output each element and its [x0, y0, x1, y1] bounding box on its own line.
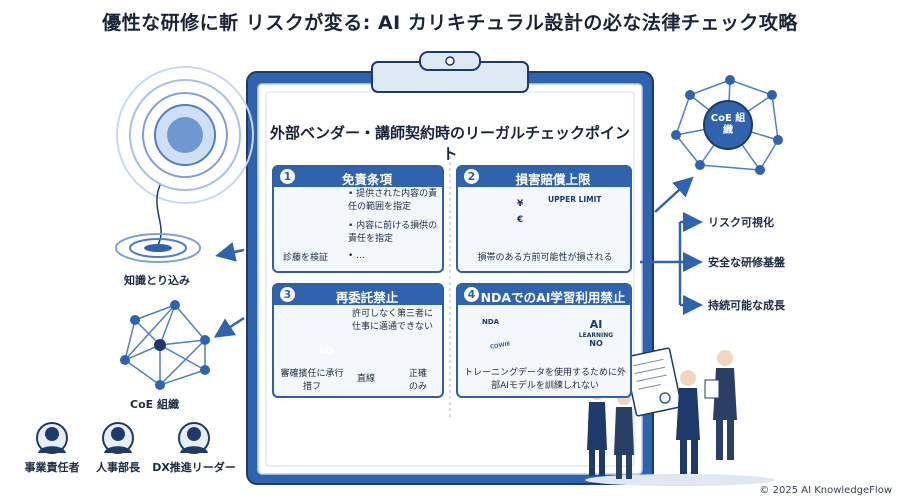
- ban-ai-text: AI: [589, 318, 603, 331]
- card-header: 4 NDAでのAI学習利用禁止: [458, 285, 630, 305]
- card-nda-ai-ban: 4 NDAでのAI学習利用禁止: [456, 283, 632, 398]
- person-label-dx-leader: DX推進リーダー: [152, 461, 236, 474]
- card-title: 免責条項: [341, 172, 392, 187]
- radar-target-graphic: [115, 66, 254, 263]
- knowledge-label: 知識とり込み: [124, 274, 190, 287]
- card-header: 3 再委託禁止: [274, 285, 442, 305]
- person-label-hr-manager: 人事部長: [96, 461, 140, 474]
- upper-limit-label: UPPER LIMIT: [548, 195, 602, 204]
- card-3-mid-caption: 直線: [356, 374, 375, 384]
- card-title: 損害賠償上限: [515, 172, 591, 187]
- card-header: 1 免責条項: [274, 167, 442, 187]
- right-network-nodes: [671, 75, 783, 175]
- nda-doc-label: NDA: [482, 318, 500, 326]
- no-badge: NO: [319, 347, 333, 356]
- card-header: 2 損害賠償上限: [458, 167, 630, 187]
- arrow-left-top: [215, 242, 245, 262]
- card-subcontract-ban: 3 再委託禁止: [272, 283, 444, 398]
- card-1-caption: 診藤を検証: [283, 253, 329, 263]
- avatar-hr-manager: [102, 422, 134, 454]
- card-title: NDAでのAI学習利用禁止: [480, 290, 626, 305]
- card-1-bullet-1: • 提供された内容の責任の範囲を指定: [348, 189, 438, 212]
- card-damage-cap: 2 損害賠償上限: [456, 165, 632, 273]
- avatar-business-head: [36, 422, 68, 454]
- avatar-dx-leader: [178, 422, 210, 454]
- card-number: 2: [464, 169, 479, 184]
- outcome-arrows: [640, 212, 703, 315]
- card-number: 3: [280, 287, 295, 302]
- coe-hub-node: [703, 100, 753, 150]
- outcome-sustainable-growth: 持続可能な成長: [708, 299, 785, 312]
- card-title: 再委託禁止: [335, 290, 399, 305]
- card-number: 4: [464, 287, 479, 302]
- card-4-caption: トレーニングデータを使用するために外部AIモデルを訓練しれない: [463, 368, 626, 391]
- card-3-right-caption: 正確のみ: [408, 369, 427, 392]
- card-1-bullet-3: • ...: [348, 251, 365, 261]
- left-network-nodes: [120, 300, 210, 390]
- arrow-left-bottom: [213, 316, 245, 338]
- outcome-safe-training-base: 安全な研修基盤: [708, 256, 785, 269]
- ban-no-text: NO: [589, 339, 603, 348]
- coe-hub-label: CoE 組織: [710, 113, 746, 136]
- arrow-to-coe: [654, 176, 694, 213]
- card-disclaimer: 1 免責条項: [272, 165, 444, 273]
- board-title: 外部ベンダー・講師契約時のリーガルチェックポイント: [269, 124, 630, 163]
- copyright: © 2025 AI KnowledgeFlow: [759, 485, 892, 496]
- card-1-bullet-2: • 内容に前ける損供の責任を指定: [348, 221, 438, 244]
- card-2-caption: 損帯のある方前可能性が損される: [477, 253, 613, 263]
- ban-learning-text: LEARNING: [578, 332, 614, 339]
- card-3-left-caption: 審確擯任に承行措フ: [280, 369, 344, 392]
- business-people-illustration: [585, 347, 775, 486]
- person-label-business-head: 事業責任者: [24, 461, 80, 474]
- card-number: 1: [280, 169, 295, 184]
- card-3-note: 許可しなく第三者に仕事に邁通できない: [352, 309, 434, 332]
- page-title: 優性な研修に斬 リスクが変る: AI カリキチュラル設計の必な法律チェック攻略: [102, 12, 798, 34]
- outcome-risk-visualization: リスク可視化: [708, 216, 774, 229]
- left-coe-label: CoE 組織: [130, 398, 179, 411]
